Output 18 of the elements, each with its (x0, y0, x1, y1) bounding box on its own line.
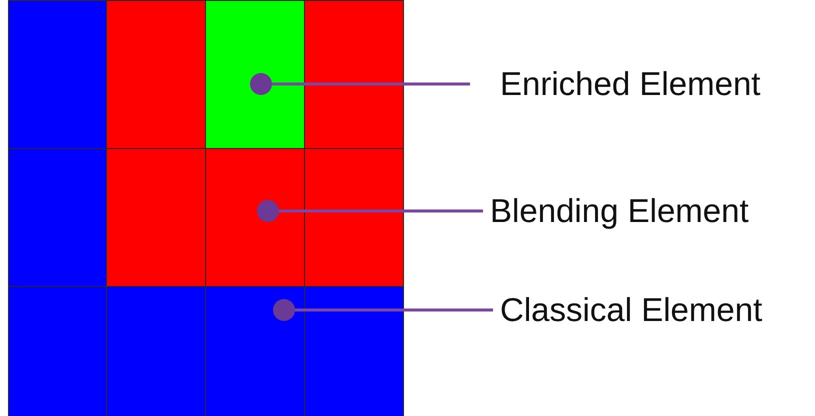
blending-element-cell (304, 148, 404, 287)
classical-element-cell (304, 286, 404, 416)
enriched-element-cell (205, 0, 305, 149)
classical-element-cell (8, 148, 107, 287)
blending-element-cell (205, 148, 305, 287)
blending-element-cell (106, 0, 206, 149)
leader-line (273, 299, 493, 321)
leader-line (250, 73, 470, 95)
classical-element-cell (106, 286, 206, 416)
blending-element-cell (106, 148, 206, 287)
classical-element-cell (8, 286, 107, 416)
classical-element-cell (8, 0, 107, 149)
element-label: Blending Element (483, 191, 749, 231)
leader-line (257, 200, 483, 222)
classical-element-cell (205, 286, 305, 416)
blending-element-cell (304, 0, 404, 149)
element-label: Enriched Element (470, 64, 760, 104)
element-label: Classical Element (493, 290, 762, 330)
